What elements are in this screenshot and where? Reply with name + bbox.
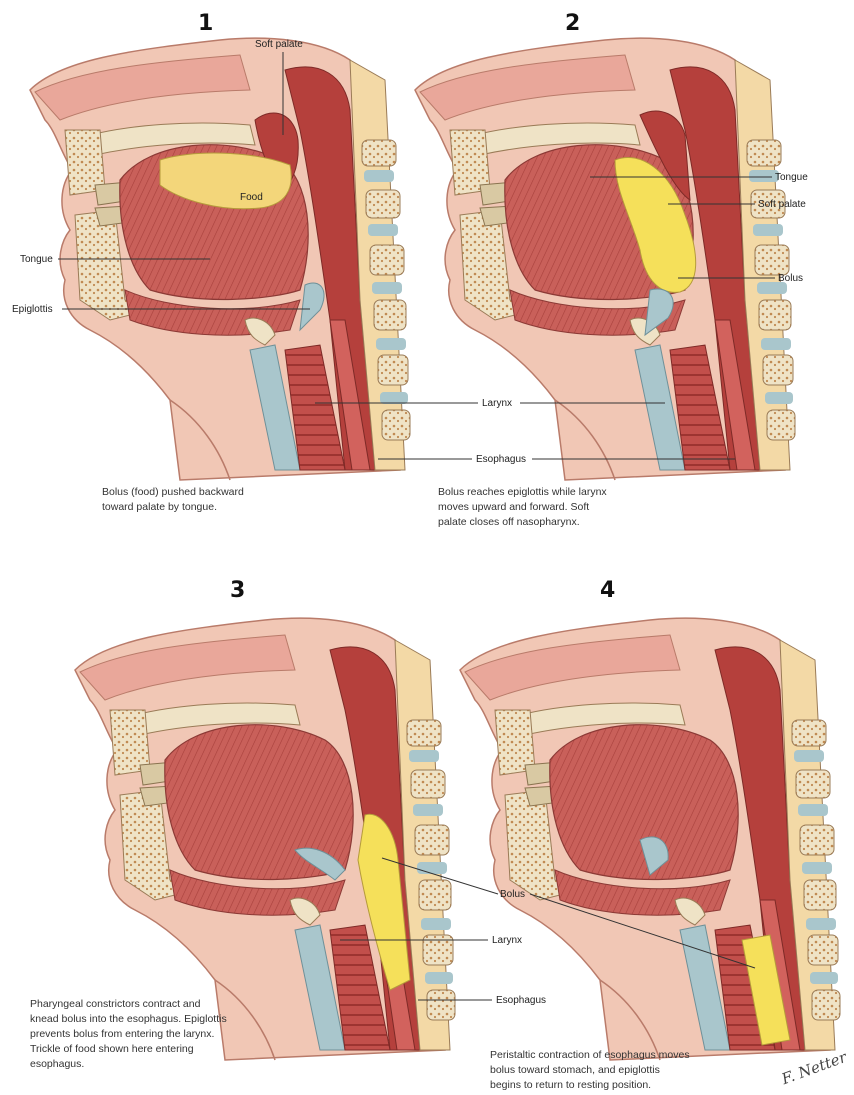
panel-4-caption: Peristaltic contraction of esophagus mov… [490, 1049, 693, 1091]
tongue-label: Tongue [20, 254, 53, 265]
panel-number: 3 [230, 578, 245, 603]
larynx-label: Larynx [482, 398, 512, 409]
artist-signature: F. Netter [778, 1048, 850, 1089]
panel-2: 2 Tongue Soft palate Bolus Bolus reaches… [415, 11, 808, 528]
panel-1-caption: Bolus (food) pushed backward toward pala… [102, 486, 247, 513]
head-section-illustration [75, 618, 455, 1060]
head-section-illustration [415, 38, 795, 480]
tongue-label: Tongue [775, 172, 808, 183]
food-label: Food [240, 192, 263, 203]
larynx-label: Larynx [492, 935, 522, 946]
esophagus-label: Esophagus [476, 454, 526, 465]
esophagus-label: Esophagus [496, 995, 546, 1006]
epiglottis-label: Epiglottis [12, 304, 53, 315]
panel-number: 4 [600, 578, 615, 603]
panel-number: 2 [565, 11, 580, 36]
bolus-label: Bolus [500, 889, 525, 900]
panel-4: 4 Peristaltic contraction of esophagus m… [460, 578, 850, 1091]
panel-3: 3 Pharyngeal constrictors contract and k… [30, 578, 455, 1070]
soft-palate-label: Soft palate [255, 39, 303, 50]
panel-2-caption: Bolus reaches epiglottis while larynx mo… [438, 486, 610, 528]
panel-3-caption: Pharyngeal constrictors contract and kne… [30, 998, 230, 1070]
panel-1: 1 Food Soft palate Tongue Epiglottis Bol… [12, 11, 410, 513]
panel-number: 1 [198, 11, 213, 36]
soft-palate-label: Soft palate [758, 199, 806, 210]
bolus-label: Bolus [778, 273, 803, 284]
